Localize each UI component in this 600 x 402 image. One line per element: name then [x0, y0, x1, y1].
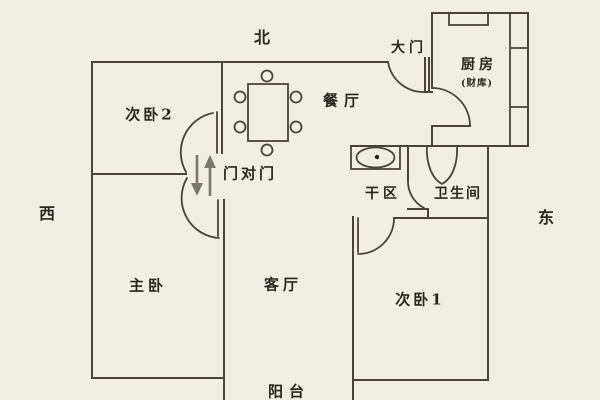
bedroom1-label: 次卧1	[395, 290, 445, 309]
sink-icon	[350, 145, 401, 170]
entrance-label: 大门	[391, 40, 427, 56]
wall-entrance-jamb	[424, 57, 433, 93]
dry-area-label: 干区	[365, 186, 401, 202]
balcony-label: 阳台	[267, 382, 311, 401]
kitchen-note-label: (财库)	[461, 78, 493, 89]
living-room-label: 客厅	[263, 275, 303, 294]
door-arc-master	[180, 177, 220, 239]
arrow-up-icon	[204, 155, 216, 196]
compass-west-label: 西	[38, 204, 56, 223]
arrow-down-icon	[191, 155, 203, 196]
toilet-icon	[426, 145, 458, 186]
wall-outer-left-top	[91, 61, 389, 379]
door-to-door-label: 门对门	[222, 164, 278, 183]
compass-north-label: 北	[253, 28, 271, 47]
door-arc-bedroom2	[179, 112, 214, 173]
kitchen-label: 厨房	[461, 57, 497, 73]
door-arc-kitchen	[431, 87, 471, 127]
dining-label: 餐厅	[322, 91, 366, 110]
master-bedroom-label: 主卧	[128, 276, 168, 295]
door-arc-bedroom1	[357, 217, 395, 255]
bathroom-label: 卫生间	[434, 186, 482, 202]
bedroom2-label: 次卧2	[125, 105, 175, 124]
doors	[179, 61, 471, 255]
kitchen-window-icon	[448, 12, 489, 26]
fixtures	[233, 12, 528, 186]
door-arc-entrance	[387, 61, 425, 93]
dining-table-icon	[233, 69, 303, 157]
kitchen-counter-icon	[509, 13, 528, 146]
door-arc-bathroom	[407, 179, 425, 209]
compass-east-label: 东	[537, 208, 555, 227]
wall-kitchen-stub	[431, 125, 471, 147]
wall-bathroom-step	[407, 208, 429, 219]
door-to-door-arrows	[191, 155, 216, 196]
